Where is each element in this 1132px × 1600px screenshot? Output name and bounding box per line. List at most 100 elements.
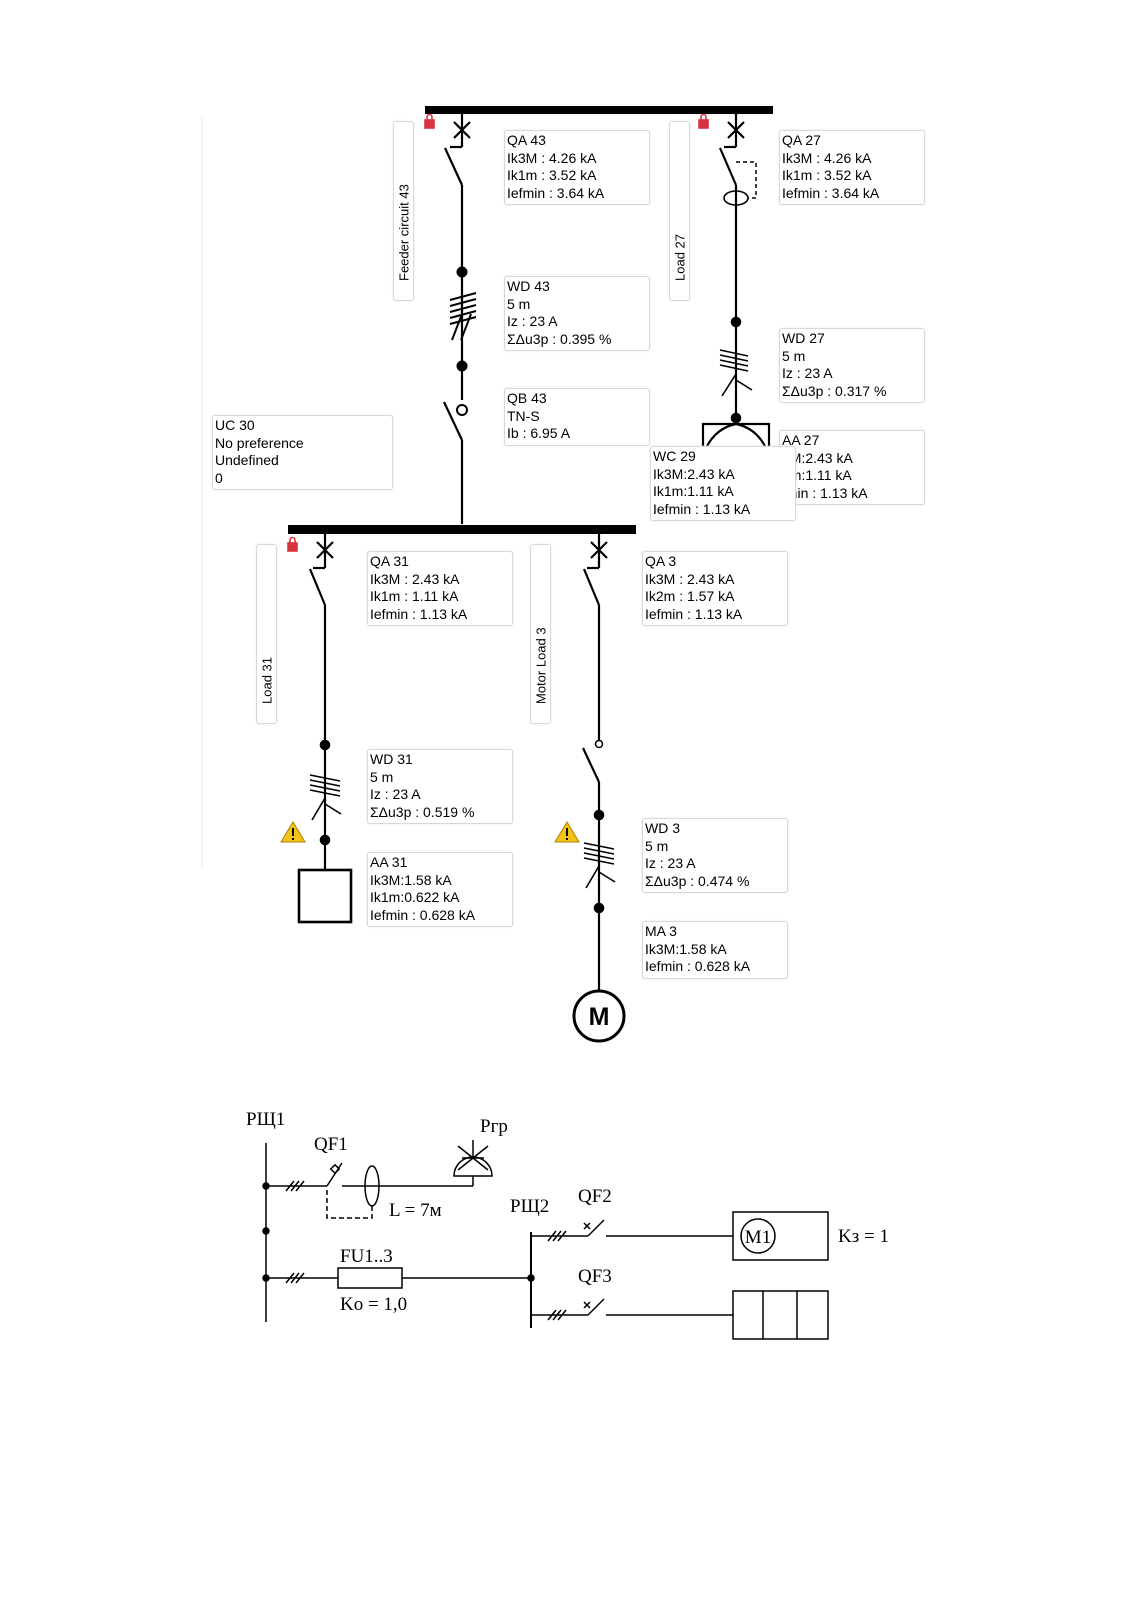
qa31-line-3: Iefmin : 1.13 kA <box>370 605 468 622</box>
wd43-line-1: 5 m <box>507 295 531 312</box>
info-box-qa43[interactable]: QA 43 Ik3M : 4.26 kA Ik1m : 3.52 kA Iefm… <box>504 130 650 205</box>
wd27-line-3: ΣΔu3p : 0.317 % <box>782 382 887 399</box>
ma3-line-1: Ik3M:1.58 kA <box>645 940 727 957</box>
wd3-line-1: 5 m <box>645 837 669 854</box>
wd3-line-2: Iz : 23 A <box>645 855 696 872</box>
load-31-box[interactable] <box>297 868 353 924</box>
wd43-line-0: WD 43 <box>507 278 550 294</box>
wd27-line-1: 5 m <box>782 347 806 364</box>
qa43-line-0: QA 43 <box>507 132 546 148</box>
info-box-wd27[interactable]: WD 27 5 m Iz : 23 A ΣΔu3p : 0.317 % <box>779 328 925 403</box>
info-box-wd31[interactable]: WD 31 5 m Iz : 23 A ΣΔu3p : 0.519 % <box>367 749 513 824</box>
aa31-line-1: Ik3M:1.58 kA <box>370 871 452 888</box>
motor-symbol[interactable] <box>572 989 626 1043</box>
qb43-line-1: TN-S <box>507 407 540 424</box>
info-box-wd3[interactable]: WD 3 5 m Iz : 23 A ΣΔu3p : 0.474 % <box>642 818 788 893</box>
qa43-line-3: Iefmin : 3.64 kA <box>507 184 605 201</box>
motor-load-3-label[interactable]: Motor Load 3 <box>530 544 551 724</box>
cable-length-label: L = 7м <box>389 1200 442 1221</box>
warning-icon <box>554 821 580 843</box>
motor-load-3-text: Motor Load 3 <box>533 627 548 704</box>
motor-symbol-label: M <box>589 1003 610 1031</box>
load-27-text: Load 27 <box>672 234 687 281</box>
lock-icon <box>287 536 298 552</box>
info-box-wd43[interactable]: WD 43 5 m Iz : 23 A ΣΔu3p : 0.395 % <box>504 276 650 351</box>
qa27-line-0: QA 27 <box>782 132 821 148</box>
qa31-line-1: Ik3M : 2.43 kA <box>370 570 460 587</box>
cable-wd3-symbol <box>583 809 616 914</box>
wd31-line-0: WD 31 <box>370 751 413 767</box>
info-box-wc29[interactable]: WC 29 Ik3M:2.43 kA Ik1m:1.11 kA Iefmin :… <box>650 446 796 521</box>
wd3-line-3: ΣΔu3p : 0.474 % <box>645 872 750 889</box>
wd27-line-2: Iz : 23 A <box>782 365 833 382</box>
info-box-qa31[interactable]: QA 31 Ik3M : 2.43 kA Ik1m : 1.11 kA Iefm… <box>367 551 513 626</box>
qa27-line-3: Iefmin : 3.64 kA <box>782 184 880 201</box>
info-box-ma3[interactable]: MA 3 Ik3M:1.58 kA Iefmin : 0.628 kA <box>642 921 788 979</box>
qb43-line-0: QB 43 <box>507 390 547 406</box>
warning-icon <box>280 821 306 843</box>
qf3-label: QF3 <box>578 1266 612 1287</box>
wc29-line-0: WC 29 <box>653 448 696 464</box>
qb43-line-2: Ib : 6.95 A <box>507 425 571 442</box>
info-box-aa27[interactable]: AA 27 3M:2.43 kA 1m:1.11 kA fmin : 1.13 … <box>779 430 925 505</box>
ko-label: Kо = 1,0 <box>340 1294 407 1315</box>
prp-label: Pгр <box>480 1116 508 1137</box>
qb43-switch-contact[interactable] <box>456 404 468 416</box>
wd43-line-2: Iz : 23 A <box>507 313 558 330</box>
feeder-circuit-43-label[interactable]: Feeder circuit 43 <box>393 121 414 301</box>
rsh2-label: РЩ2 <box>510 1196 549 1217</box>
aa27-line-2: 1m:1.11 kA <box>782 467 852 484</box>
info-box-aa31[interactable]: AA 31 Ik3M:1.58 kA Ik1m:0.622 kA Iefmin … <box>367 852 513 927</box>
feeder-circuit-43-text: Feeder circuit 43 <box>396 184 411 281</box>
wd3-line-0: WD 3 <box>645 820 680 836</box>
load-31-line[interactable] <box>308 534 334 870</box>
wd43-line-3: ΣΔu3p : 0.395 % <box>507 330 612 347</box>
info-box-qa3[interactable]: QA 3 Ik3M : 2.43 kA Ik2m : 1.57 kA Iefmi… <box>642 551 788 626</box>
wc29-line-3: Iefmin : 1.13 kA <box>653 500 751 517</box>
qf1-label: QF1 <box>314 1134 348 1155</box>
wc29-line-2: Ik1m:1.11 kA <box>653 483 734 500</box>
qf2-label: QF2 <box>578 1186 612 1207</box>
qa3-line-0: QA 3 <box>645 553 677 569</box>
aa31-line-0: AA 31 <box>370 854 408 870</box>
aa27-line-0: AA 27 <box>782 432 820 448</box>
info-box-uc30[interactable]: UC 30 No preference Undefined 0 <box>212 415 393 490</box>
uc30-line-2: Undefined <box>215 452 279 469</box>
load-31-text: Load 31 <box>259 657 274 704</box>
info-box-qa27[interactable]: QA 27 Ik3M : 4.26 kA Ik1m : 3.52 kA Iefm… <box>779 130 925 205</box>
qa3-line-2: Ik2m : 1.57 kA <box>645 588 735 605</box>
aa27-line-3: fmin : 1.13 kA <box>782 484 868 501</box>
aa27-line-1: 3M:2.43 kA <box>782 449 853 466</box>
main-busbar[interactable] <box>425 106 773 114</box>
fu-label: FU1..3 <box>340 1246 393 1267</box>
info-box-qb43[interactable]: QB 43 TN-S Ib : 6.95 A <box>504 388 650 446</box>
qa27-trip-link <box>736 161 757 199</box>
qa31-line-0: QA 31 <box>370 553 409 569</box>
ma3-line-0: MA 3 <box>645 923 677 939</box>
qa3-line-3: Iefmin : 1.13 kA <box>645 605 743 622</box>
cable-wd27-symbol <box>719 316 753 424</box>
busway-wc29-symbol <box>701 422 771 450</box>
load-27-label[interactable]: Load 27 <box>669 121 690 301</box>
wd27-line-0: WD 27 <box>782 330 825 346</box>
wc29-line-1: Ik3M:2.43 kA <box>653 465 735 482</box>
kz-label: Kз = 1 <box>838 1226 889 1247</box>
rsh1-label: РЩ1 <box>246 1109 285 1130</box>
qa27-line-1: Ik3M : 4.26 kA <box>782 149 872 166</box>
cable-wd31-symbol <box>309 739 342 846</box>
load-31-label[interactable]: Load 31 <box>256 544 277 724</box>
secondary-busbar[interactable] <box>288 525 636 534</box>
qa3-line-1: Ik3M : 2.43 kA <box>645 570 735 587</box>
motor-load-3-line[interactable] <box>582 534 608 992</box>
qa43-line-2: Ik1m : 3.52 kA <box>507 167 597 184</box>
lock-icon <box>424 113 435 129</box>
wd31-line-3: ΣΔu3p : 0.519 % <box>370 803 475 820</box>
aa31-line-3: Iefmin : 0.628 kA <box>370 906 476 923</box>
uc30-line-0: UC 30 <box>215 417 255 433</box>
ma3-line-2: Iefmin : 0.628 kA <box>645 958 751 975</box>
uc30-line-3: 0 <box>215 469 223 486</box>
aa31-line-2: Ik1m:0.622 kA <box>370 889 460 906</box>
load-27-line[interactable] <box>718 114 745 420</box>
qa3-switch-contact[interactable] <box>594 739 604 749</box>
